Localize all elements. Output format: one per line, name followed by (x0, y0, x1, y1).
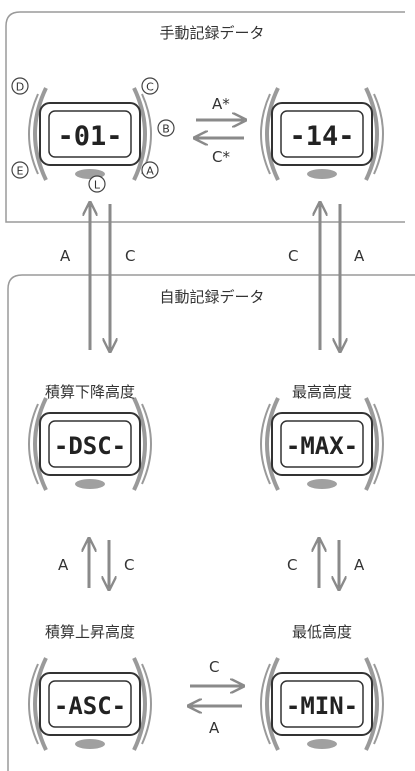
svg-text:L: L (94, 179, 101, 192)
lcd-display-asc: -ASC- (54, 692, 126, 720)
label-auto-right-down: A (354, 556, 365, 574)
watch-manual-left: -01- (28, 87, 152, 181)
manual-section-title: 手動記録データ (159, 24, 264, 42)
watch-total-ascent: -ASC- (28, 657, 152, 751)
label-right-down: A (354, 247, 365, 265)
svg-text:A: A (146, 165, 154, 178)
watch-manual-right: -14- (260, 87, 384, 181)
lcd-display-14: -14- (289, 121, 354, 152)
auto-section-title: 自動記録データ (159, 288, 264, 306)
manual-section-frame (5, 11, 405, 223)
lcd-display-dsc: -DSC- (54, 432, 126, 460)
label-manual-back: C* (212, 148, 230, 166)
label-bottom-forward: C (209, 658, 219, 676)
lcd-display-min: -MIN- (286, 692, 358, 720)
svg-text:D: D (16, 81, 24, 94)
label-auto-left-down: C (124, 556, 134, 574)
label-auto-left-up: A (58, 556, 69, 574)
label-max-altitude: 最高高度 (292, 383, 352, 401)
label-auto-right-up: C (287, 556, 297, 574)
watch-min-altitude: -MIN- (260, 657, 384, 751)
button-l-marker: L (88, 175, 106, 193)
label-manual-forward: A* (212, 95, 230, 113)
svg-text:E: E (17, 165, 24, 178)
label-total-ascent: 積算上昇高度 (45, 623, 135, 641)
lcd-display-01: -01- (57, 121, 122, 152)
button-b-marker: B (157, 119, 175, 137)
label-min-altitude: 最低高度 (292, 623, 352, 641)
button-c-marker: C (141, 77, 159, 95)
label-right-up: C (288, 247, 298, 265)
label-left-up: A (60, 247, 71, 265)
label-total-descent: 積算下降高度 (45, 383, 135, 401)
button-d-marker: D (11, 77, 29, 95)
button-e-marker: E (11, 161, 29, 179)
svg-text:B: B (162, 123, 170, 136)
watch-max-altitude: -MAX- (260, 397, 384, 491)
watch-total-descent: -DSC- (28, 397, 152, 491)
label-left-down: C (125, 247, 135, 265)
lcd-display-max: -MAX- (286, 432, 358, 460)
auto-section-frame (7, 274, 415, 771)
button-a-marker: A (141, 161, 159, 179)
svg-text:C: C (146, 81, 154, 94)
label-bottom-back: A (209, 719, 220, 737)
